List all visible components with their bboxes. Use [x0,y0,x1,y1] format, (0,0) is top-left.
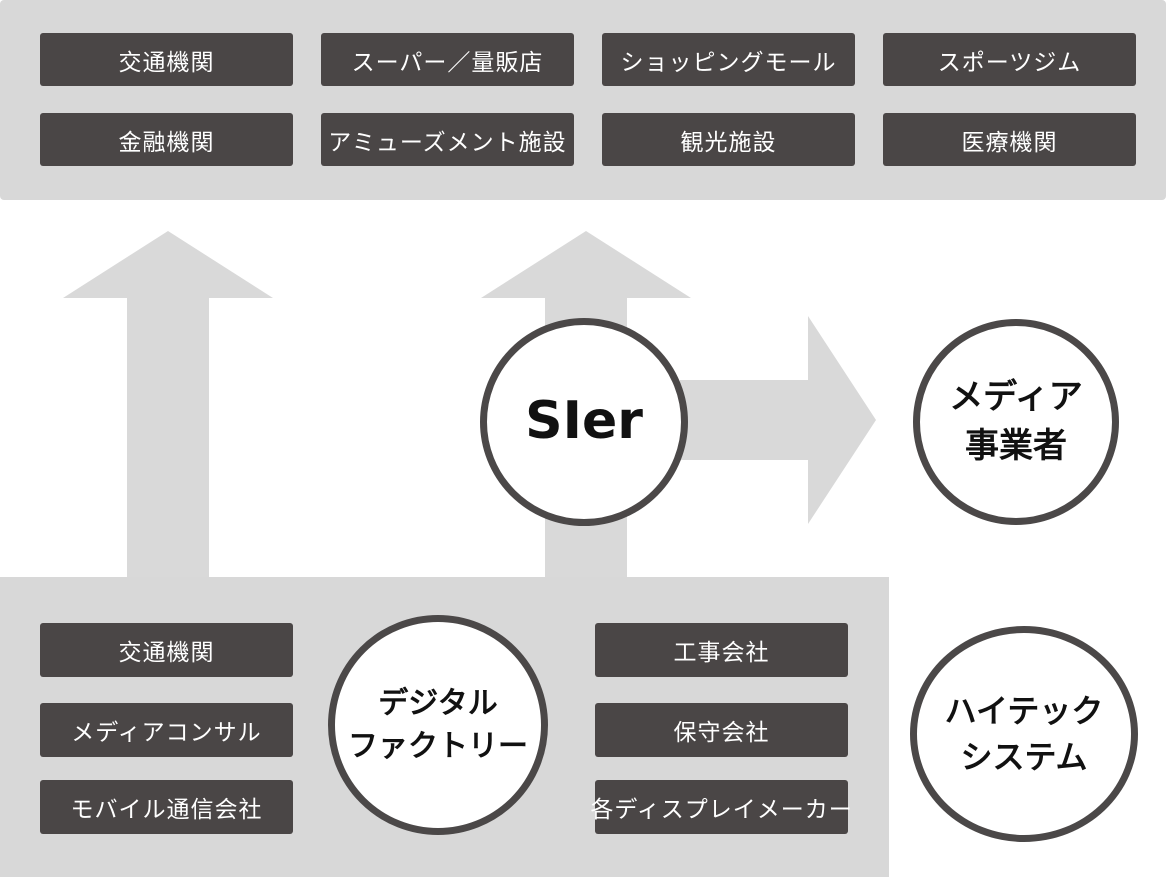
digital-factory-circle: デジタル ファクトリー [328,615,548,835]
digital-label-line2: ファクトリー [348,729,528,764]
hitech-label-line2: システム [960,738,1088,776]
hitech-label-line1: ハイテック [944,691,1104,730]
top-tag-supermarket: スーパー／量販店 [321,33,574,86]
right-tag-construction: 工事会社 [595,623,848,677]
digital-label-line1: デジタル [378,685,498,721]
top-tag-sports-gym: スポーツジム [883,33,1136,86]
right-tag-display-makers: 各ディスプレイメーカー [590,780,852,834]
hitech-system-circle: ハイテック システム [910,626,1138,842]
top-tag-medical: 医療機関 [883,113,1136,166]
left-up-arrow [63,231,273,580]
left-tag-transport: 交通機関 [40,623,293,677]
sier-label: SIer [525,391,643,452]
left-tag-mobile-carrier: モバイル通信会社 [40,780,293,834]
top-tag-finance: 金融機関 [40,113,293,166]
media-label-line1: メディア [949,376,1083,417]
top-tag-amusement: アミューズメント施設 [321,113,574,166]
top-tag-shopping-mall: ショッピングモール [602,33,855,86]
top-tag-transport: 交通機関 [40,33,293,86]
right-arrow-to-media [680,316,876,524]
right-tag-maintenance: 保守会社 [595,703,848,757]
media-label-line2: 事業者 [965,426,1067,466]
media-business-circle: メディア 事業者 [913,319,1119,525]
sier-circle: SIer [480,318,688,526]
left-tag-media-consult: メディアコンサル [40,703,293,757]
top-tag-tourism: 観光施設 [602,113,855,166]
